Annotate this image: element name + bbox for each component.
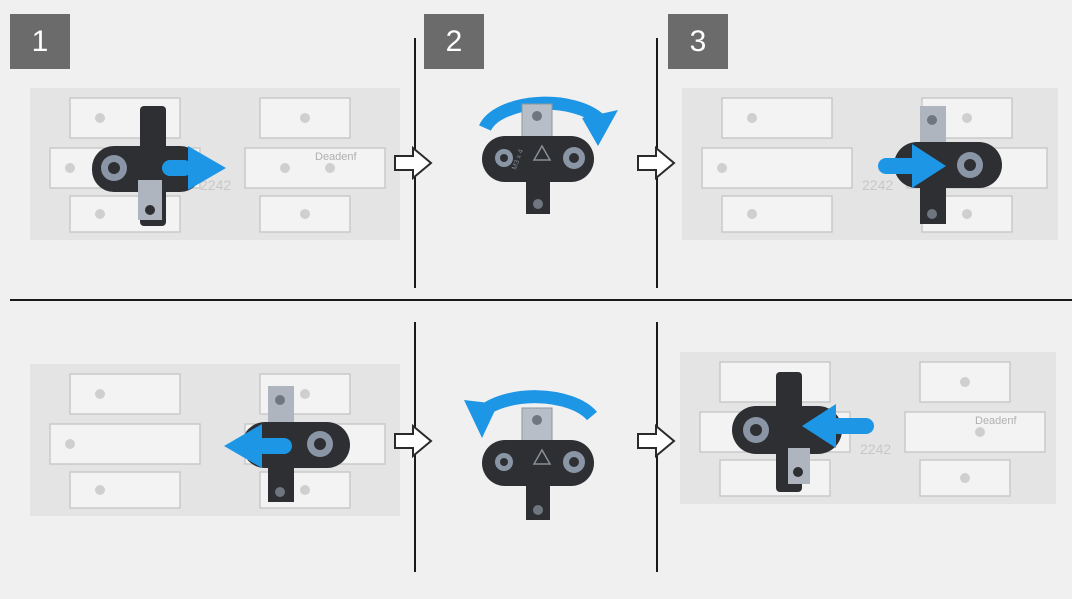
chassis-top-left-illustration: Deadenf 2242: [30, 88, 400, 240]
chassis-photo-bottom-left: [30, 364, 400, 516]
step-arrow-1-top: [394, 146, 433, 180]
rotate-counter-clockwise-illustration: [464, 390, 597, 520]
push-left-arrow: [802, 404, 874, 448]
step-arrow-2-bottom: [637, 424, 676, 458]
bracket-dark: [92, 106, 202, 226]
part-number-text-bottom: 2242: [860, 441, 891, 457]
push-right-arrow: [878, 144, 946, 188]
step-1-badge: 1: [10, 14, 70, 69]
step-2-badge: 2: [424, 14, 484, 69]
row-divider: [10, 299, 1072, 301]
rotation-arrowhead-ccw: [464, 400, 498, 438]
part-number-text-right: 2242: [862, 177, 893, 193]
part-number-text: 2242: [200, 177, 231, 193]
chassis-bottom-right-illustration: Deadenf 2242: [680, 352, 1056, 504]
chassis-photo-top-left: Deadenf 2242: [30, 88, 400, 240]
bracket-to-remove: [242, 386, 350, 502]
step-arrow-2-top: [637, 146, 676, 180]
slide-left-arrow: [224, 424, 292, 468]
step-3-badge: 3: [668, 14, 728, 69]
rotation-arrowhead: [582, 110, 618, 146]
chassis-bottom-left-illustration: [30, 364, 400, 516]
chassis-marking-text: Deadenf: [315, 151, 358, 163]
slide-right-arrow: [162, 146, 226, 190]
chassis-photo-top-right: 2242: [682, 88, 1058, 240]
step-arrow-1-bottom: [394, 424, 433, 458]
chassis-marking-text-bottom: Deadenf: [975, 415, 1018, 427]
rotate-clockwise-illustration: M3 x 4: [479, 96, 618, 214]
chassis-top-right-illustration: 2242: [682, 88, 1058, 240]
chassis-photo-bottom-right: Deadenf 2242: [680, 352, 1056, 504]
